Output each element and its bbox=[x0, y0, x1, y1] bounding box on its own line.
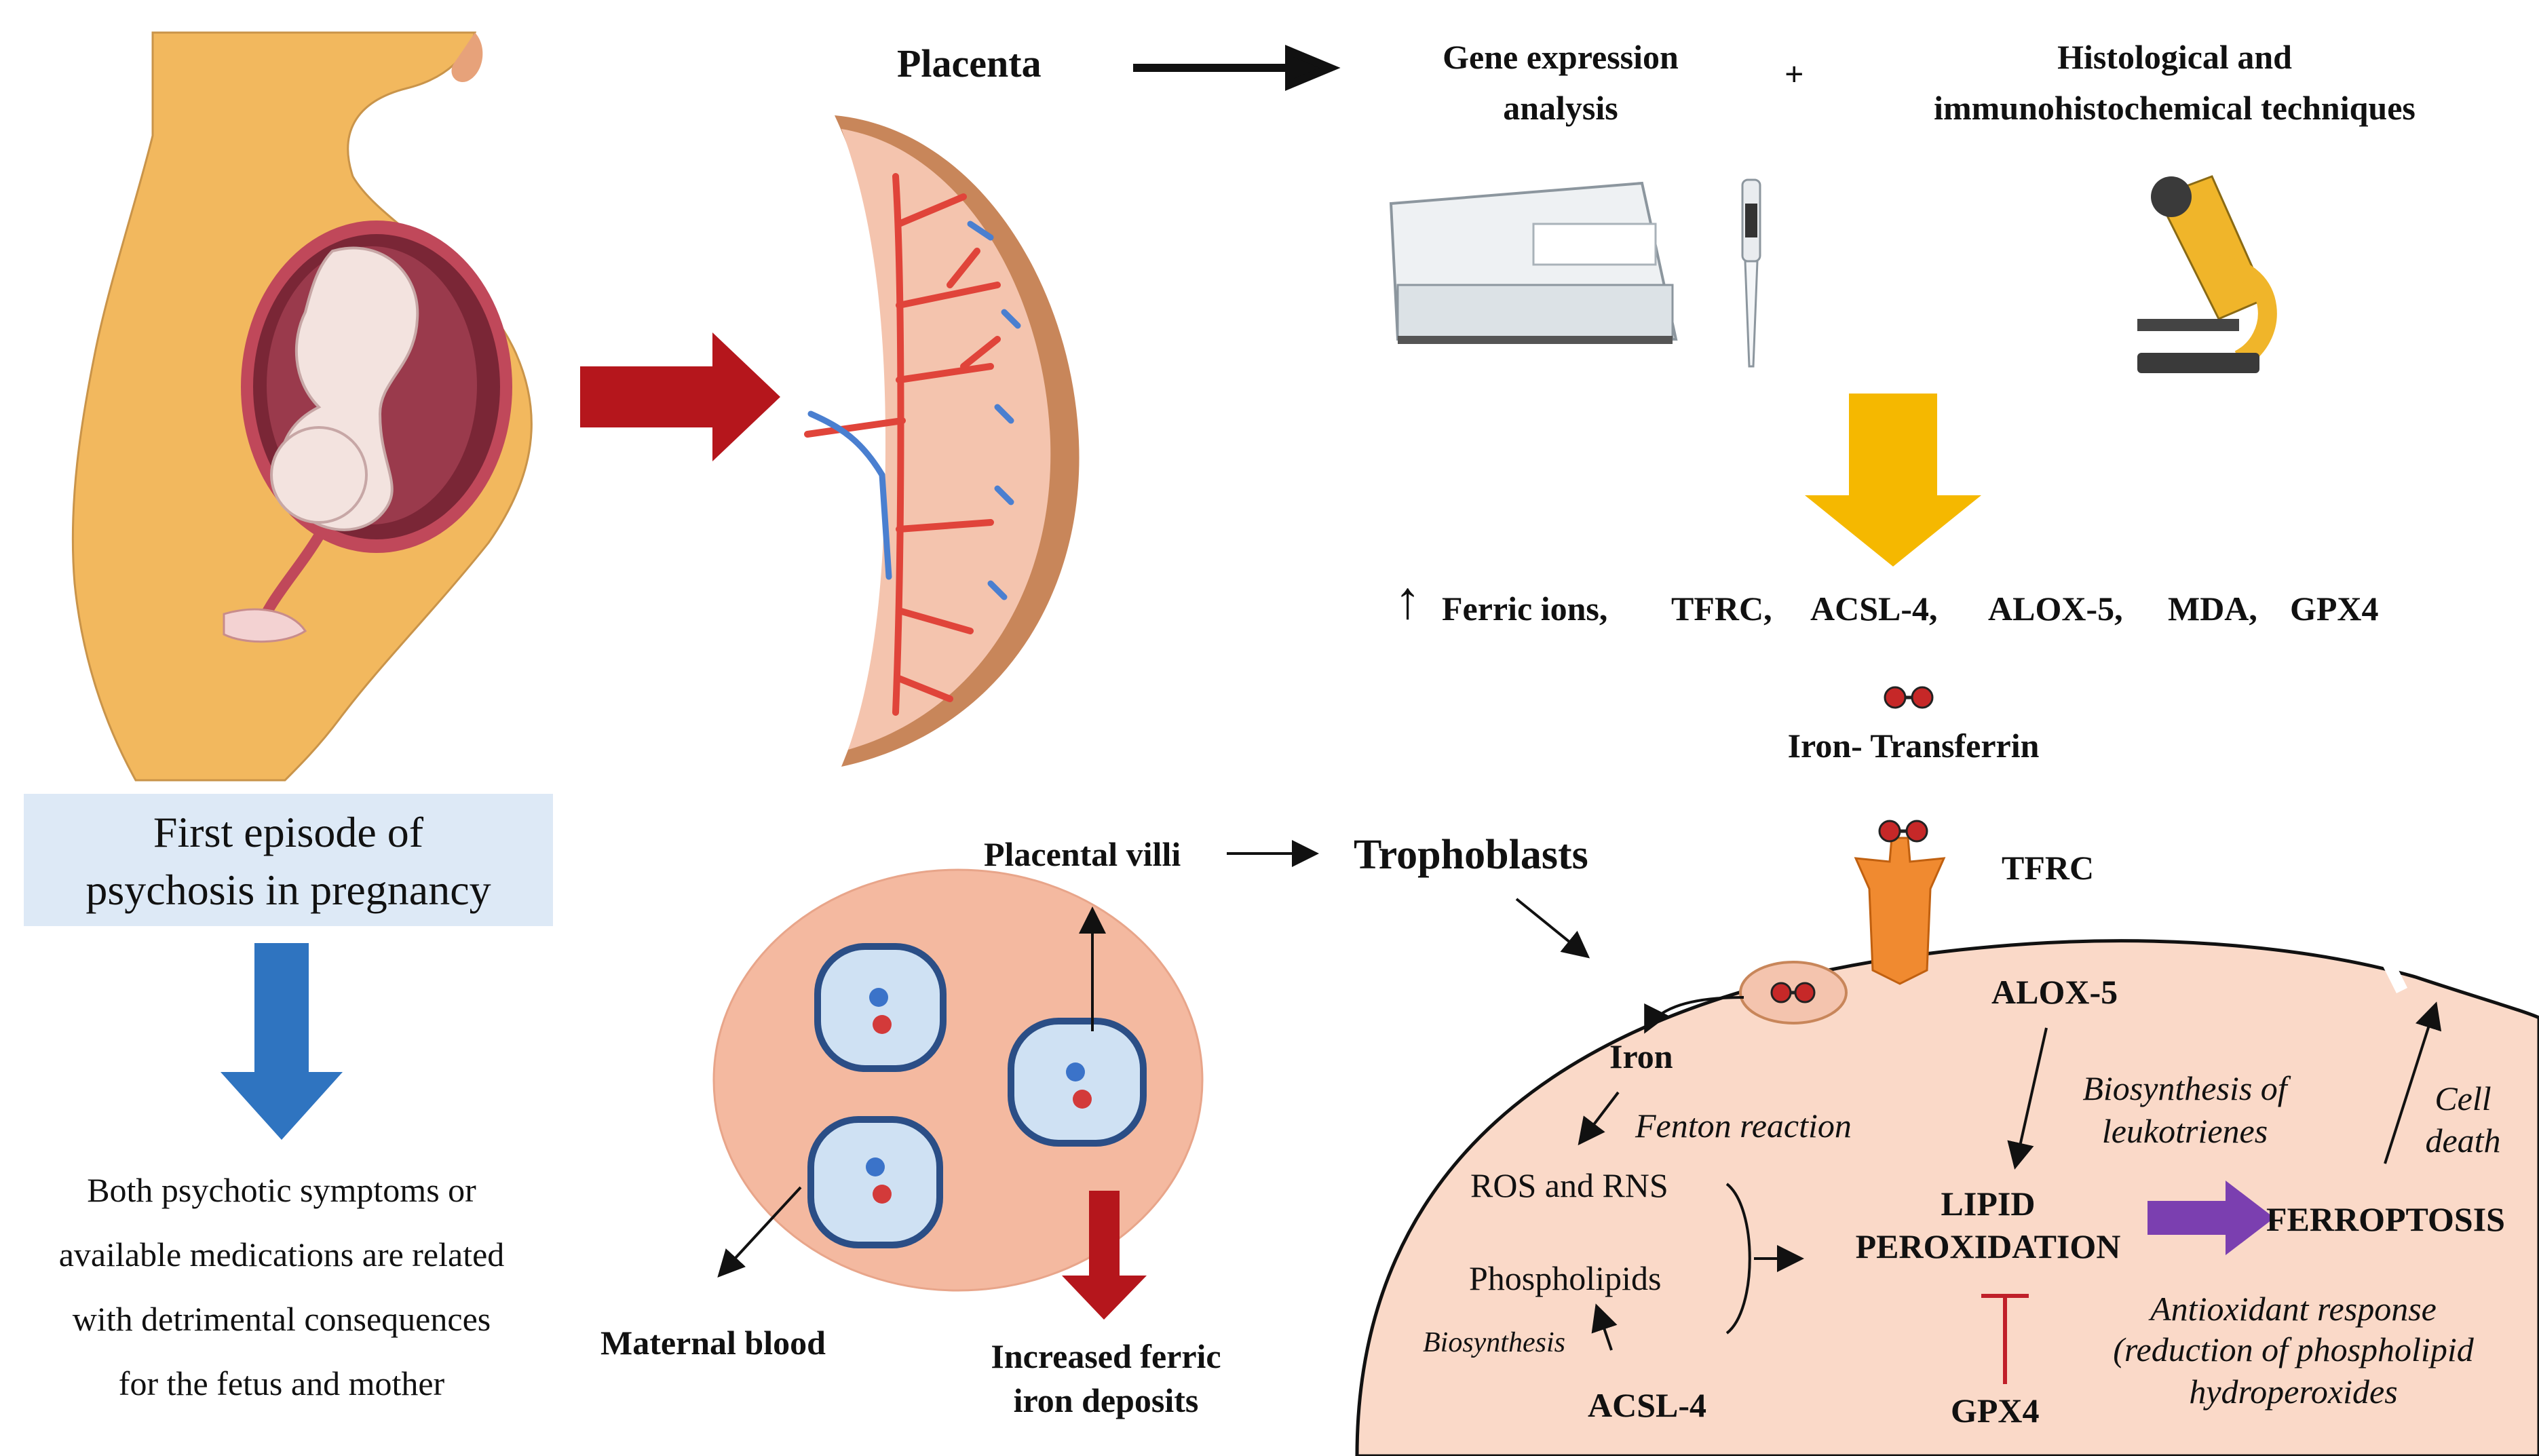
microscope-icon bbox=[2137, 175, 2277, 373]
pregnant-woman-illustration bbox=[71, 31, 533, 782]
villi-cross-section-illustration bbox=[712, 868, 1204, 1292]
lipid-peroxidation-line1: LIPID bbox=[1941, 1185, 2036, 1223]
placental-villi-label: Placental villi bbox=[984, 835, 1181, 873]
tfrc-label: TFRC bbox=[2002, 849, 2095, 887]
increased-deposits-line1: Increased ferric bbox=[991, 1337, 1221, 1375]
gpx4-label: GPX4 bbox=[1951, 1392, 2040, 1430]
iron-label: Iron bbox=[1609, 1037, 1673, 1075]
ros-rns-label: ROS and RNS bbox=[1470, 1166, 1668, 1204]
cell-membrane-illustration bbox=[1355, 939, 2539, 1456]
first-episode-label-line1: First episode of bbox=[153, 808, 424, 856]
gene-expression-label-line2: analysis bbox=[1503, 89, 1618, 127]
ferroptosis-label: FERROPTOSIS bbox=[2266, 1200, 2505, 1238]
tfrc-receptor-icon bbox=[1854, 820, 1946, 985]
marker-acsl4: ACSL-4, bbox=[1810, 590, 1938, 628]
biosynthesis-label: Biosynthesis bbox=[1423, 1327, 1565, 1358]
marker-alox5: ALOX-5, bbox=[1988, 590, 2123, 628]
alox5-to-lipid-arrow bbox=[2007, 1027, 2048, 1170]
trophoblasts-label: Trophoblasts bbox=[1354, 832, 1588, 878]
fenton-reaction-label: Fenton reaction bbox=[1635, 1107, 1852, 1145]
first-episode-box bbox=[24, 794, 553, 926]
plus-sign: + bbox=[1784, 55, 1804, 93]
black-arrow bbox=[1133, 45, 1341, 91]
placenta-label: Placenta bbox=[897, 41, 1042, 85]
increased-deposits-line2: iron deposits bbox=[1013, 1381, 1199, 1419]
phospholipids-label: Phospholipids bbox=[1469, 1259, 1662, 1297]
cell-death-label-line2: death bbox=[2425, 1122, 2501, 1160]
thermocycler-icon bbox=[1389, 181, 1678, 344]
marker-tfrc: TFRC, bbox=[1671, 590, 1772, 628]
marker-mda: MDA, bbox=[2168, 590, 2257, 628]
merge-bracket bbox=[1725, 1183, 1751, 1335]
marker-ferric-ions: Ferric ions, bbox=[1442, 590, 1608, 628]
gpx4-inhibition-mark bbox=[1981, 1294, 2029, 1384]
lipid-peroxidation-line2: PEROXIDATION bbox=[1855, 1227, 2121, 1265]
histological-label-line2: immunohistochemical techniques bbox=[1934, 89, 2416, 127]
gene-expression-label-line1: Gene expression bbox=[1443, 38, 1679, 76]
cell-death-label-line1: Cell bbox=[2435, 1079, 2492, 1117]
endosome-to-iron-arrow bbox=[1644, 996, 1744, 1034]
yellow-arrow bbox=[1805, 394, 1981, 567]
consequences-line2: available medications are related bbox=[58, 1235, 505, 1273]
antioxidant-response-line2: (reduction of phospholipid bbox=[2113, 1330, 2474, 1368]
red-arrow bbox=[580, 332, 780, 461]
iron-transferrin-label: Iron- Transferrin bbox=[1787, 727, 2040, 765]
histological-label-line1: Histological and bbox=[2057, 38, 2292, 76]
iron-to-ros-arrow bbox=[1578, 1091, 1620, 1146]
first-episode-label-line2: psychosis in pregnancy bbox=[85, 866, 491, 914]
cell-death-arrow bbox=[2384, 1001, 2442, 1164]
marker-gpx4: GPX4 bbox=[2290, 590, 2379, 628]
leukotrienes-label-line2: leukotrienes bbox=[2101, 1112, 2268, 1150]
acsl4-label: ACSL-4 bbox=[1588, 1386, 1707, 1424]
acsl4-to-phospholipids-arrow bbox=[1591, 1303, 1618, 1351]
maternal-blood-label: Maternal blood bbox=[600, 1324, 826, 1362]
maternal-blood-pointer-arrow bbox=[717, 1186, 802, 1278]
consequences-line3: with detrimental consequences bbox=[72, 1300, 491, 1338]
placenta-illustration bbox=[804, 115, 1080, 767]
consequences-line1: Both psychotic symptoms or bbox=[87, 1171, 476, 1209]
trophoblasts-to-cell-arrow bbox=[1515, 898, 1590, 959]
increase-arrow-icon: ↑ bbox=[1394, 571, 1421, 630]
antioxidant-response-line1: Antioxidant response bbox=[2150, 1290, 2437, 1328]
iron-transferrin-icon bbox=[1884, 686, 1934, 709]
pipette-icon bbox=[1741, 178, 1761, 368]
alox5-label: ALOX-5 bbox=[1991, 973, 2118, 1011]
purple-arrow bbox=[2147, 1181, 2274, 1255]
antioxidant-response-line3: hydroperoxides bbox=[2189, 1373, 2398, 1411]
consequences-line4: for the fetus and mother bbox=[118, 1364, 445, 1402]
leukotrienes-label-line1: Biosynthesis of bbox=[2082, 1069, 2287, 1107]
endosome-icon bbox=[1739, 961, 1848, 1024]
dark-red-arrow bbox=[1062, 1191, 1147, 1320]
blue-arrow bbox=[221, 943, 343, 1140]
